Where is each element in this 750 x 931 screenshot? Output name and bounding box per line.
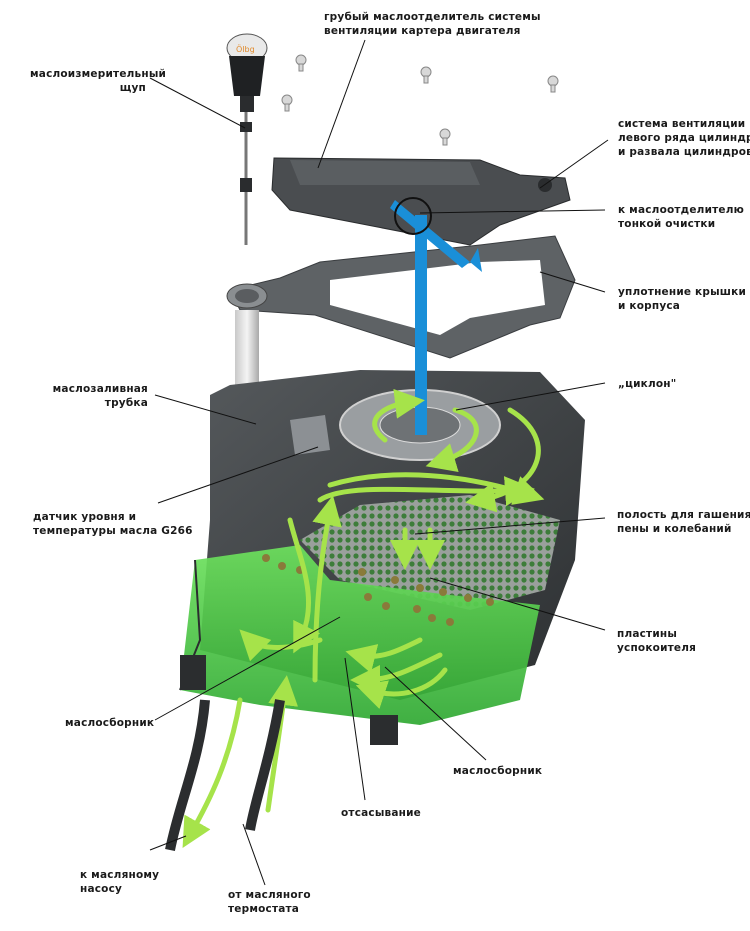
cover-seal-plate: [226, 235, 576, 359]
label-sump-right: маслосборник: [453, 765, 543, 777]
label-cyclone: „циклон": [618, 378, 677, 390]
label-filler-tube: маслозаливная трубка: [52, 383, 148, 409]
label-to-pump: к масляному насосу: [80, 869, 160, 895]
label-baffle-plates: пластины успокоителя: [617, 628, 697, 654]
oil-flow-arrows: [182, 388, 545, 849]
label-left-bank-ventilation: система вентиляции левого ряда цилиндров…: [618, 118, 750, 158]
label-sump-left: маслосборник: [65, 717, 155, 729]
pipes: [165, 699, 285, 851]
label-foam-cavity: полость для гашения пены и колебаний: [617, 509, 750, 535]
label-from-thermostat: от масляного термостата: [228, 889, 311, 915]
label-fine-separator: к маслоотделителю тонкой очистки: [618, 204, 745, 230]
bolts: [281, 54, 559, 146]
label-dipstick: маслоизмерительный щуп: [30, 68, 167, 94]
leader-lines: [149, 39, 609, 886]
label-suction: отсасывание: [341, 807, 421, 819]
label-level-sensor: датчик уровня и температуры масла G266: [33, 511, 193, 537]
title-fragment: · · · · ·: [108, 0, 156, 5]
svg-text:Ölbg: Ölbg: [236, 44, 255, 54]
blue-flow: [390, 197, 482, 435]
label-coarse-separator: грубый маслоотделитель системы вентиляци…: [324, 11, 541, 37]
label-cover-seal: уплотнение крышки и корпуса: [618, 286, 747, 312]
level-sensor: [290, 415, 330, 455]
dipstick: Ölbg: [226, 33, 268, 245]
